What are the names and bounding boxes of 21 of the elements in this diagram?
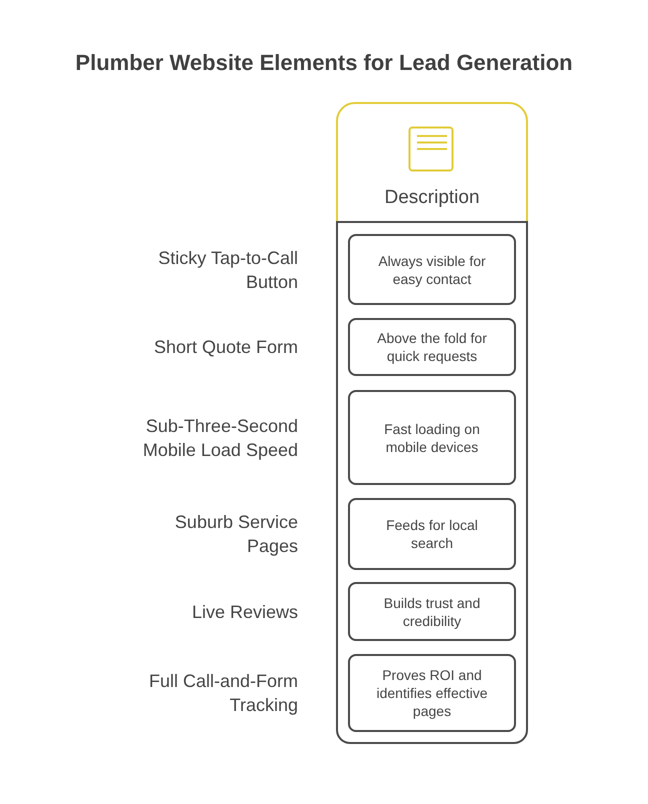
- row-label: Short Quote Form: [154, 336, 298, 359]
- description-text: Builds trust and credibility: [382, 594, 482, 630]
- description-card: [348, 234, 516, 305]
- row-label: Full Call-and-Form Tracking: [148, 670, 298, 717]
- description-text: Fast loading on mobile devices: [383, 420, 481, 456]
- row-label: Sub-Three-Second Mobile Load Speed: [142, 414, 298, 462]
- column-heading: Description: [384, 186, 480, 210]
- description-card: [348, 498, 516, 570]
- row-label: Suburb Service Pages: [174, 511, 298, 558]
- column-panel: [336, 102, 528, 744]
- description-text: Always visible for easy contact: [377, 252, 487, 288]
- description-card: [348, 654, 516, 732]
- description-text: Above the fold for quick requests: [376, 329, 488, 365]
- description-card: [348, 318, 516, 376]
- description-card: [348, 390, 516, 485]
- diagram-title: Plumber Website Elements for Lead Generation: [75, 49, 573, 77]
- description-text: Feeds for local search: [385, 516, 479, 552]
- row-label: Sticky Tap-to-Call Button: [157, 246, 298, 294]
- description-text: Proves ROI and identifies effective pages: [375, 666, 489, 720]
- row-label: Live Reviews: [192, 600, 298, 624]
- description-card: [348, 582, 516, 641]
